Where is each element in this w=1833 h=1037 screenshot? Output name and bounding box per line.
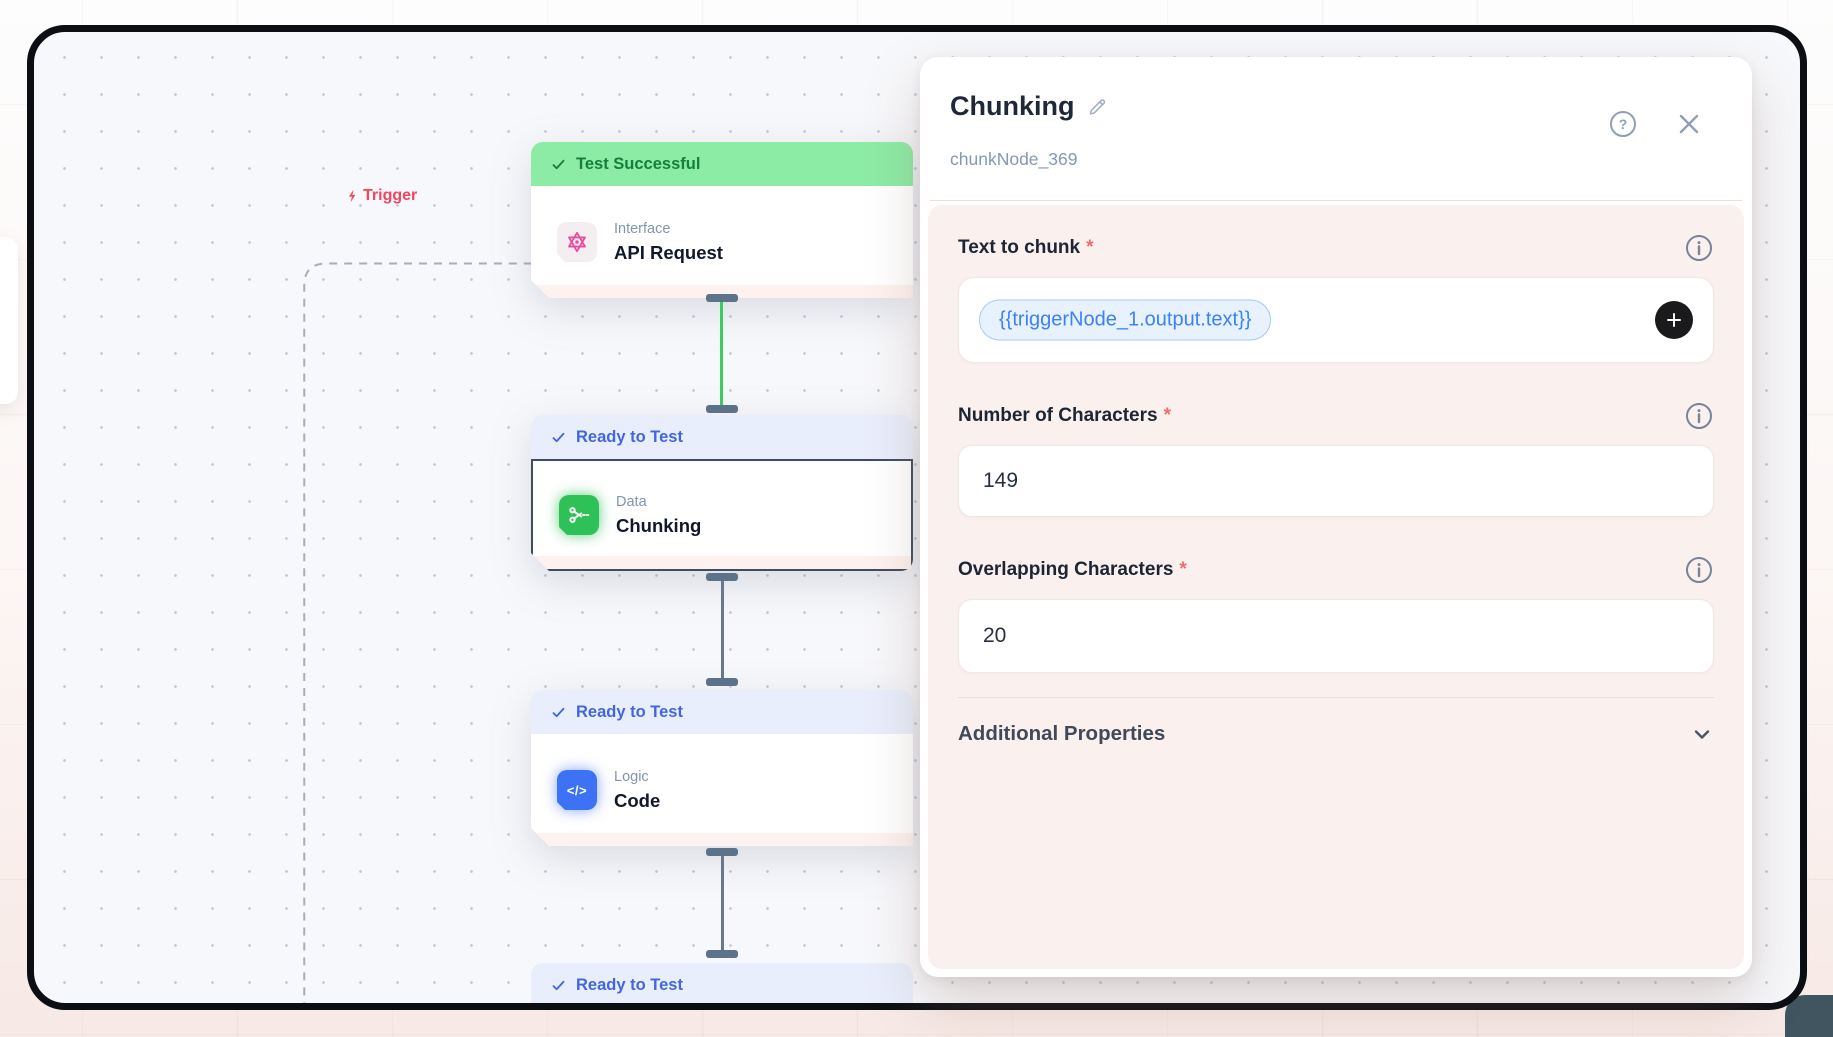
- edge-code-to-next: [721, 852, 724, 954]
- code-glyph: </>: [566, 782, 588, 798]
- section-divider: [958, 697, 1714, 698]
- trigger-dashed-edge: [303, 262, 532, 1003]
- edge-chunking-to-code: [721, 577, 724, 682]
- edit-pencil-icon[interactable]: [1086, 96, 1108, 118]
- lightning-bolt-icon: [348, 189, 356, 203]
- node-category: Logic: [614, 768, 649, 785]
- edge-handle[interactable]: [706, 573, 738, 581]
- node-category: Interface: [614, 220, 671, 237]
- required-marker: *: [1179, 559, 1187, 580]
- node-api-request[interactable]: Test Successful Interface API Request: [531, 142, 913, 298]
- edge-handle[interactable]: [706, 848, 738, 856]
- info-icon[interactable]: [1684, 401, 1714, 431]
- edge-handle[interactable]: [706, 405, 738, 413]
- node-category: Data: [616, 493, 647, 510]
- info-icon[interactable]: [1684, 555, 1714, 585]
- check-icon: [552, 707, 565, 717]
- additional-properties-toggle[interactable]: Additional Properties: [958, 722, 1714, 746]
- node-card-chunking[interactable]: Data Chunking: [531, 459, 913, 571]
- status-badge-label: Ready to Test: [576, 702, 683, 721]
- chevron-down-icon: [1694, 730, 1710, 739]
- chunking-scissors-icon: [559, 495, 599, 535]
- node-chunking[interactable]: Ready to Test: [531, 415, 913, 571]
- text-to-chunk-input[interactable]: {{triggerNode_1.output.text}}: [958, 277, 1714, 363]
- trigger-label: Trigger: [346, 187, 417, 205]
- corner-accent-shape: [1785, 995, 1833, 1037]
- help-icon[interactable]: ?: [1608, 109, 1638, 139]
- status-badge-ready-to-test: Ready to Test: [531, 415, 913, 459]
- check-icon: [552, 432, 565, 442]
- node-config-panel: Chunking chunkNode_369 ? Text to chunk*: [920, 57, 1752, 977]
- edge-api-to-chunking: [720, 296, 723, 409]
- panel-title: Chunking: [950, 91, 1075, 121]
- node-footer-strip: [533, 556, 911, 569]
- trigger-label-text: Trigger: [363, 187, 418, 204]
- node-code[interactable]: Ready to Test </> Logic Code: [531, 690, 913, 846]
- close-icon[interactable]: [1674, 109, 1704, 139]
- node-title: Code: [614, 789, 661, 811]
- number-of-characters-input[interactable]: [959, 446, 1713, 516]
- required-marker: *: [1086, 237, 1094, 258]
- node-card-code[interactable]: </> Logic Code: [531, 734, 913, 846]
- svg-text:?: ?: [1619, 116, 1628, 132]
- panel-header-divider: [930, 200, 1742, 201]
- additional-properties-label: Additional Properties: [958, 722, 1166, 745]
- check-icon: [552, 159, 565, 169]
- panel-fields-section: Text to chunk* {{triggerNode_1.output.te…: [928, 205, 1744, 969]
- plus-icon: [1667, 313, 1681, 327]
- status-badge-label: Ready to Test: [576, 427, 683, 446]
- variable-token-pill[interactable]: {{triggerNode_1.output.text}}: [979, 299, 1272, 341]
- add-variable-button[interactable]: [1655, 301, 1693, 339]
- field-label-text-to-chunk: Text to chunk: [958, 237, 1081, 258]
- status-badge-label: Test Successful: [576, 154, 701, 173]
- required-marker: *: [1163, 405, 1171, 426]
- check-icon: [552, 980, 565, 990]
- api-request-icon: [557, 222, 597, 262]
- edge-handle[interactable]: [706, 950, 738, 958]
- edge-handle[interactable]: [706, 294, 738, 302]
- node-card-api-request[interactable]: Interface API Request: [531, 186, 913, 298]
- offscreen-toolbar-card: [0, 237, 18, 404]
- status-badge-ready-to-test: Ready to Test: [531, 963, 913, 1003]
- node-title: Chunking: [616, 514, 702, 536]
- node-footer-strip: [531, 285, 913, 298]
- field-label-overlapping-characters: Overlapping Characters: [958, 559, 1174, 580]
- status-badge-ready-to-test: Ready to Test: [531, 690, 913, 734]
- status-badge-test-successful: Test Successful: [531, 142, 913, 200]
- node-id-label: chunkNode_369: [950, 149, 1078, 169]
- overlapping-characters-input[interactable]: [959, 600, 1713, 672]
- workflow-canvas[interactable]: Trigger Test Successful: [34, 32, 1800, 1003]
- status-badge-label: Ready to Test: [576, 975, 683, 994]
- node-title: API Request: [614, 241, 723, 263]
- code-icon: </>: [557, 770, 597, 810]
- node-footer-strip: [531, 833, 913, 846]
- field-label-number-of-characters: Number of Characters: [958, 405, 1158, 426]
- info-icon[interactable]: [1684, 233, 1714, 263]
- edge-handle[interactable]: [706, 678, 738, 686]
- node-next-partial[interactable]: Ready to Test: [531, 963, 913, 1003]
